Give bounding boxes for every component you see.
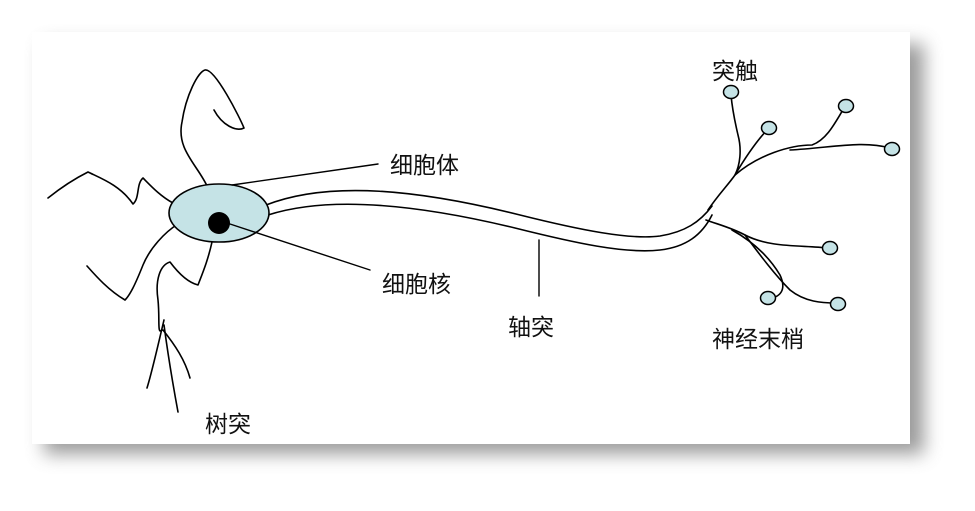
terminal-knob [823,242,838,255]
terminal-branch-5 [706,220,828,248]
label-synapse: 突触 [712,52,758,86]
terminal-branch-1 [708,95,740,210]
leader-line-cell-body [232,164,378,185]
dendrite-branch-c [163,330,190,378]
axon-upper-line [266,191,712,237]
label-axon: 轴突 [508,308,554,342]
terminal-knob [885,143,900,156]
axon-lower-line [268,204,712,251]
terminal-knob [724,86,739,99]
label-cell-body: 细胞体 [390,146,459,180]
dendrite-lower-left [87,224,178,300]
terminal-knobs [724,86,900,311]
leader-line-nucleus [230,224,370,270]
label-nucleus: 细胞核 [382,265,451,299]
label-nerve-ending: 神经末梢 [712,320,804,354]
lower-terminals [706,220,836,303]
upper-terminals [708,95,890,210]
axon [266,191,712,251]
nucleus [208,212,230,234]
terminal-knob [761,292,776,305]
label-dendrite: 树突 [205,405,251,439]
dendrite-branch-a [147,320,164,388]
terminal-knob [831,298,846,311]
dendrite-top [181,70,244,188]
terminal-knob [839,100,854,113]
dendrite-bottom [157,242,212,331]
dendrite-left [48,172,173,204]
terminal-branch-3 [735,108,844,175]
dendrite-branch-b [164,325,178,412]
terminal-knob [762,122,777,135]
